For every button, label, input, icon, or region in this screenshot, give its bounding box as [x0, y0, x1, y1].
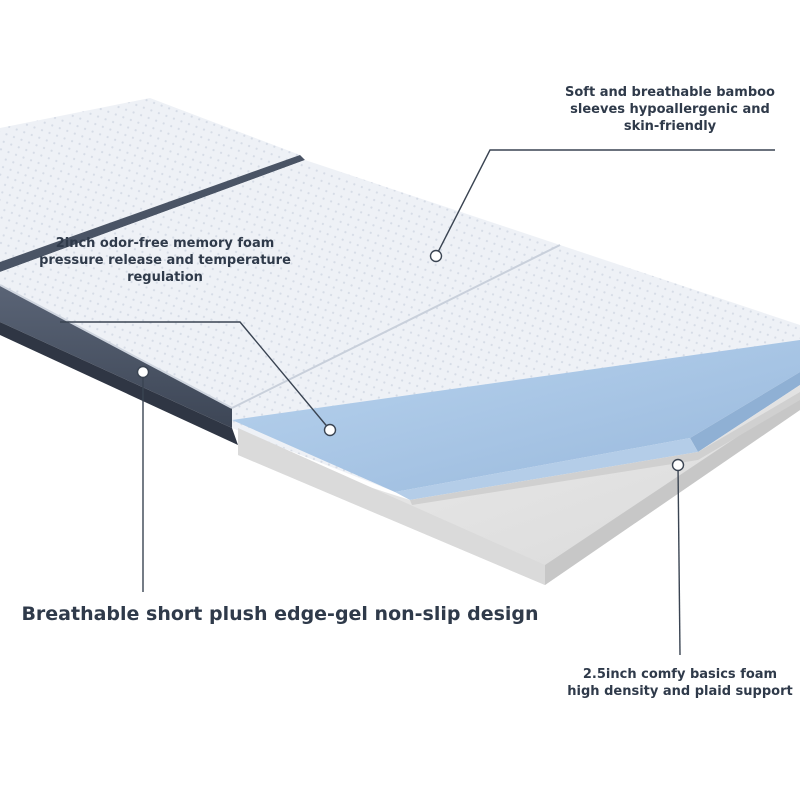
memory-foam-layer — [232, 340, 800, 500]
leader-line-base — [677, 464, 681, 656]
side-edge — [0, 285, 238, 445]
callout-memory-foam: 2inch odor-free memory foam pressure rel… — [20, 235, 310, 286]
callout-dot-memory — [323, 423, 337, 437]
callout-dot-base — [671, 458, 685, 472]
callout-memory-line-1: 2inch odor-free memory foam — [55, 236, 275, 251]
leader-line-bamboo — [435, 149, 775, 257]
callout-base-line-1: 2.5inch comfy basics foam — [582, 667, 778, 682]
callout-dot-bamboo — [429, 249, 443, 263]
leader-line-memory — [60, 321, 331, 431]
callout-edge-text: Breathable short plush edge-gel non-slip… — [21, 603, 539, 625]
leader-lines — [60, 149, 775, 656]
callout-bamboo-cover: Soft and breathable bamboo sleeves hypoa… — [540, 84, 800, 135]
callout-bamboo-line-3: skin-friendly — [623, 119, 717, 134]
callout-base-foam: 2.5inch comfy basics foam high density a… — [560, 666, 800, 700]
callout-memory-line-3: regulation — [127, 270, 203, 285]
callout-memory-line-2: pressure release and temperature — [39, 253, 291, 268]
callout-edge-design: Breathable short plush edge-gel non-slip… — [0, 602, 560, 626]
base-foam-layer — [238, 385, 800, 585]
callout-base-line-2: high density and plaid support — [567, 684, 793, 699]
back-panel — [0, 98, 305, 272]
callout-bamboo-line-1: Soft and breathable bamboo — [565, 85, 775, 100]
callout-bamboo-line-2: sleeves hypoallergenic and — [570, 102, 770, 117]
middle-panel — [0, 160, 560, 409]
callout-dot-edge — [136, 365, 150, 379]
